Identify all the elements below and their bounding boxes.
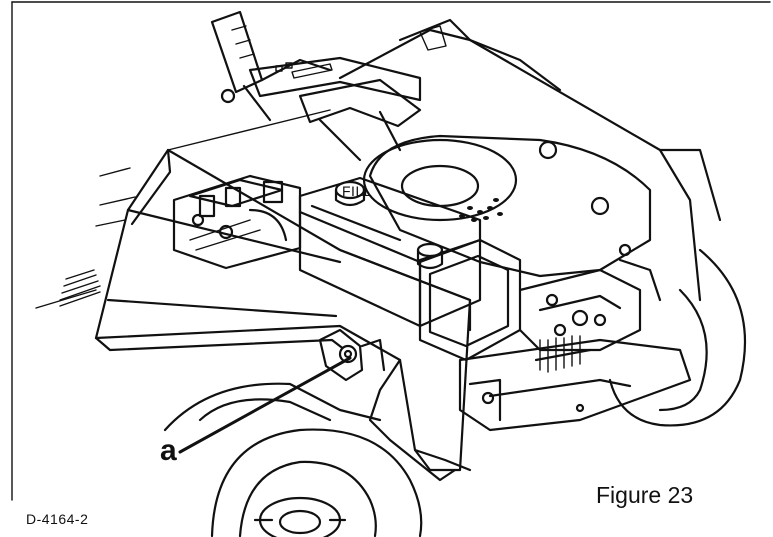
rear-frame-rail bbox=[248, 56, 422, 162]
fender-wheel-opening bbox=[163, 382, 382, 432]
front-wheel bbox=[210, 428, 423, 537]
callout-label-a: a bbox=[160, 434, 177, 467]
carburetor-linkage bbox=[518, 258, 662, 373]
fender-shell bbox=[94, 148, 472, 482]
rear-body-shell bbox=[338, 18, 722, 302]
figure-caption: Figure 23 bbox=[596, 482, 693, 508]
steering-column bbox=[210, 10, 332, 122]
engine-base-plate bbox=[458, 338, 692, 432]
ground-lug-bolt bbox=[318, 328, 386, 382]
engine-shroud bbox=[362, 134, 652, 278]
left-frame-lines bbox=[35, 109, 331, 309]
callout-leader-line bbox=[178, 356, 352, 454]
drawing-code: D-4164-2 bbox=[26, 511, 88, 527]
rear-wheel bbox=[608, 248, 747, 427]
